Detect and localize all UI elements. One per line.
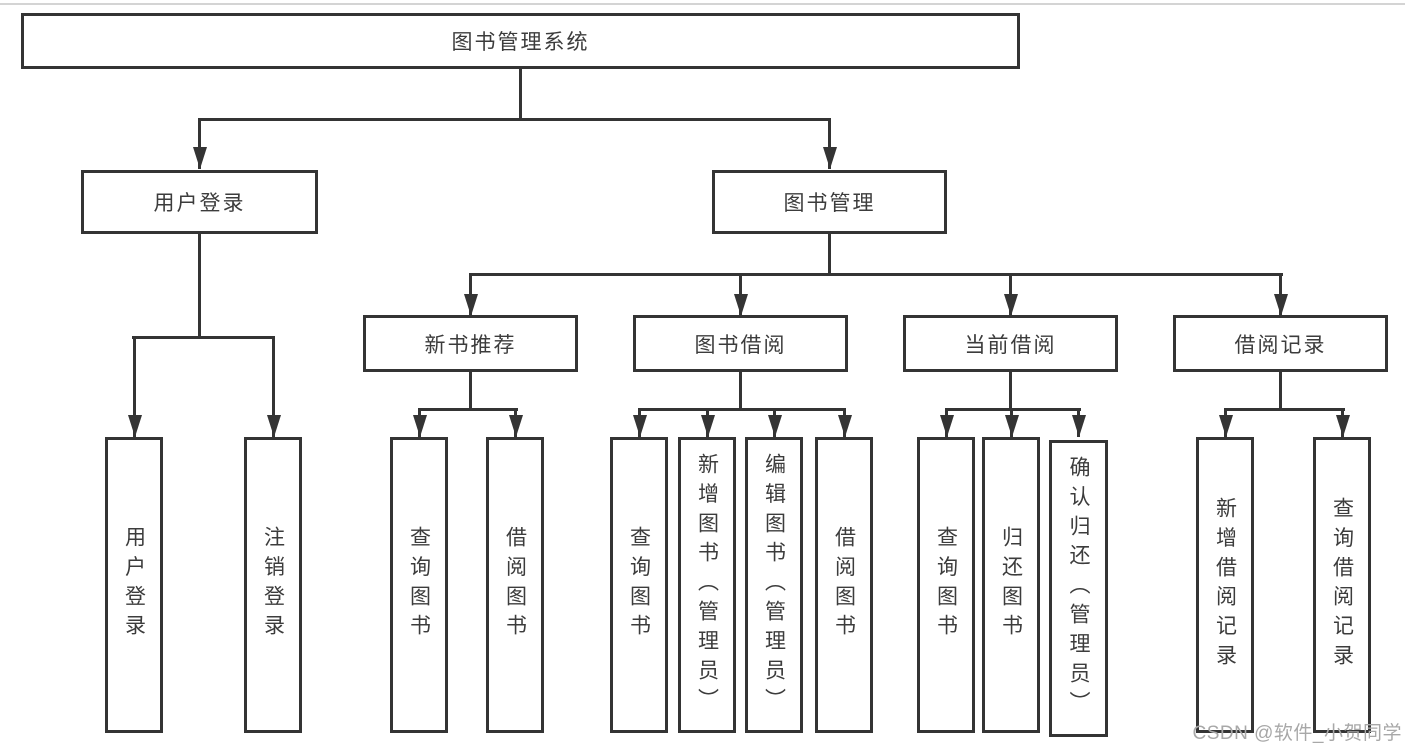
node-new-book-rec-label: 新书推荐: [424, 333, 517, 357]
connector-borrow-record-stem: [1279, 370, 1282, 410]
node-leaf-bb-query: 查询图书: [610, 437, 668, 733]
arrow-to-leaf-cb-confirm: [1077, 408, 1080, 437]
arrow-to-book-mgmt: [828, 118, 831, 169]
connector-book-borrow-stem: [739, 370, 742, 410]
node-leaf-br-add: 新增借阅记录: [1196, 437, 1254, 733]
arrow-to-leaf-bb-query: [638, 408, 641, 437]
node-leaf-bb-edit-label: 编辑图书（管理员）: [762, 452, 786, 718]
node-leaf-cb-confirm-label: 确认归还（管理员）: [1067, 456, 1090, 721]
node-book-mgmt: 图书管理: [712, 170, 947, 234]
node-current-borrow: 当前借阅: [903, 315, 1118, 372]
node-borrow-record: 借阅记录: [1173, 315, 1388, 372]
arrow-to-leaf-nb-query: [418, 408, 421, 437]
node-book-borrow: 图书借阅: [633, 315, 848, 372]
connector-new-book-split: [418, 408, 518, 411]
node-leaf-cb-return-label: 归还图书: [999, 526, 1023, 644]
node-user-login: 用户登录: [81, 170, 318, 234]
node-root: 图书管理系统: [21, 13, 1020, 69]
arrow-to-leaf-bb-edit: [773, 408, 776, 437]
node-borrow-record-label: 借阅记录: [1234, 333, 1327, 357]
arrow-to-leaf-br-add: [1224, 408, 1227, 437]
connector-root-stem: [519, 67, 522, 120]
node-leaf-br-query: 查询借阅记录: [1313, 437, 1371, 733]
node-leaf-cb-return: 归还图书: [982, 437, 1040, 733]
connector-current-borrow-split: [945, 408, 1081, 411]
node-leaf-bb-borrow-label: 借阅图书: [832, 526, 856, 644]
decorative-top-line: [0, 3, 1405, 5]
connector-current-borrow-stem: [1009, 370, 1012, 410]
node-leaf-bb-add-label: 新增图书（管理员）: [695, 452, 719, 718]
connector-new-book-stem: [469, 370, 472, 410]
node-leaf-bb-add: 新增图书（管理员）: [678, 437, 736, 733]
connector-book-borrow-split: [638, 408, 846, 411]
arrow-to-leaf-bb-add: [706, 408, 709, 437]
node-leaf-cb-query: 查询图书: [917, 437, 975, 733]
node-current-borrow-label: 当前借阅: [964, 333, 1057, 357]
node-leaf-user-login: 用户登录: [105, 437, 163, 733]
arrow-to-user-login: [198, 118, 201, 169]
arrow-to-current-borrow: [1009, 273, 1012, 316]
connector-user-login-stem: [198, 232, 201, 338]
node-leaf-nb-borrow-label: 借阅图书: [503, 526, 527, 644]
node-leaf-nb-query: 查询图书: [390, 437, 448, 733]
node-book-borrow-label: 图书借阅: [694, 333, 787, 357]
node-leaf-cb-query-label: 查询图书: [934, 526, 958, 644]
connector-book-mgmt-split: [469, 273, 1283, 276]
node-leaf-logout: 注销登录: [244, 437, 302, 733]
arrow-to-leaf-logout: [272, 336, 275, 437]
node-leaf-nb-borrow: 借阅图书: [486, 437, 544, 733]
arrow-to-leaf-bb-borrow: [843, 408, 846, 437]
node-leaf-cb-confirm: 确认归还（管理员）: [1049, 440, 1108, 737]
node-leaf-logout-label: 注销登录: [261, 526, 285, 644]
node-leaf-bb-query-label: 查询图书: [627, 526, 651, 644]
node-leaf-bb-edit: 编辑图书（管理员）: [745, 437, 803, 733]
node-leaf-user-login-label: 用户登录: [122, 526, 146, 644]
connector-book-mgmt-stem: [828, 232, 831, 275]
node-new-book-rec: 新书推荐: [363, 315, 578, 372]
node-leaf-bb-borrow: 借阅图书: [815, 437, 873, 733]
node-user-login-label: 用户登录: [153, 192, 246, 215]
arrow-to-leaf-user-login: [133, 336, 136, 437]
connector-borrow-record-split: [1224, 408, 1345, 411]
connector-user-login-split: [132, 336, 275, 339]
arrow-to-leaf-br-query: [1341, 408, 1344, 437]
node-leaf-nb-query-label: 查询图书: [407, 526, 431, 644]
connector-root-split: [198, 118, 831, 121]
arrow-to-new-book-rec: [469, 273, 472, 316]
arrow-to-book-borrow: [739, 273, 742, 316]
arrow-to-borrow-record: [1279, 273, 1282, 316]
arrow-to-leaf-cb-return: [1010, 408, 1013, 437]
watermark-text: CSDN @软件_小贺同学: [1192, 723, 1402, 744]
node-leaf-br-query-label: 查询借阅记录: [1330, 496, 1354, 674]
node-leaf-br-add-label: 新增借阅记录: [1213, 496, 1237, 674]
node-root-label: 图书管理系统: [451, 31, 590, 54]
node-book-mgmt-label: 图书管理: [783, 192, 876, 215]
arrow-to-leaf-nb-borrow: [514, 408, 517, 437]
arrow-to-leaf-cb-query: [945, 408, 948, 437]
